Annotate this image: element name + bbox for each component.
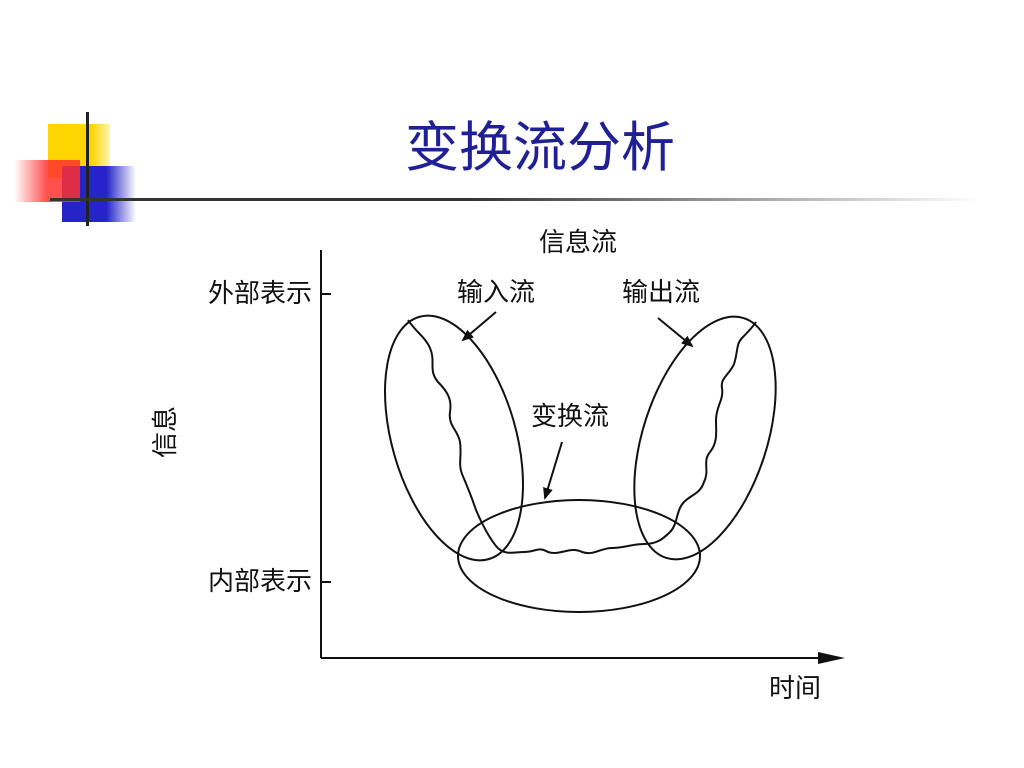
information-flow-curve xyxy=(407,319,757,555)
x-axis-arrow-icon xyxy=(818,652,845,664)
transform-flow-arrow-icon xyxy=(543,441,563,500)
level-high-label: 外部表示 xyxy=(208,279,312,309)
output-flow-arrow-icon xyxy=(657,317,694,348)
output-flow-label: 输出流 xyxy=(622,278,700,308)
y-axis-label: 信息 xyxy=(151,406,181,458)
transform-flow-label: 变换流 xyxy=(531,402,609,432)
input-flow-label: 输入流 xyxy=(457,278,535,308)
title-rule xyxy=(50,198,980,201)
top-label: 信息流 xyxy=(539,228,617,258)
vertical-accent-line xyxy=(86,112,89,226)
output-flow-ellipse xyxy=(633,315,777,561)
red-square xyxy=(14,160,80,202)
level-low-label: 内部表示 xyxy=(208,567,312,597)
title-decoration xyxy=(14,112,980,226)
input-flow-arrow-icon xyxy=(461,311,497,342)
transform-flow-ellipse xyxy=(457,499,701,613)
input-flow-ellipse xyxy=(384,314,524,562)
x-axis-label: 时间 xyxy=(769,674,821,704)
slide-title: 变换流分析 xyxy=(405,116,675,179)
